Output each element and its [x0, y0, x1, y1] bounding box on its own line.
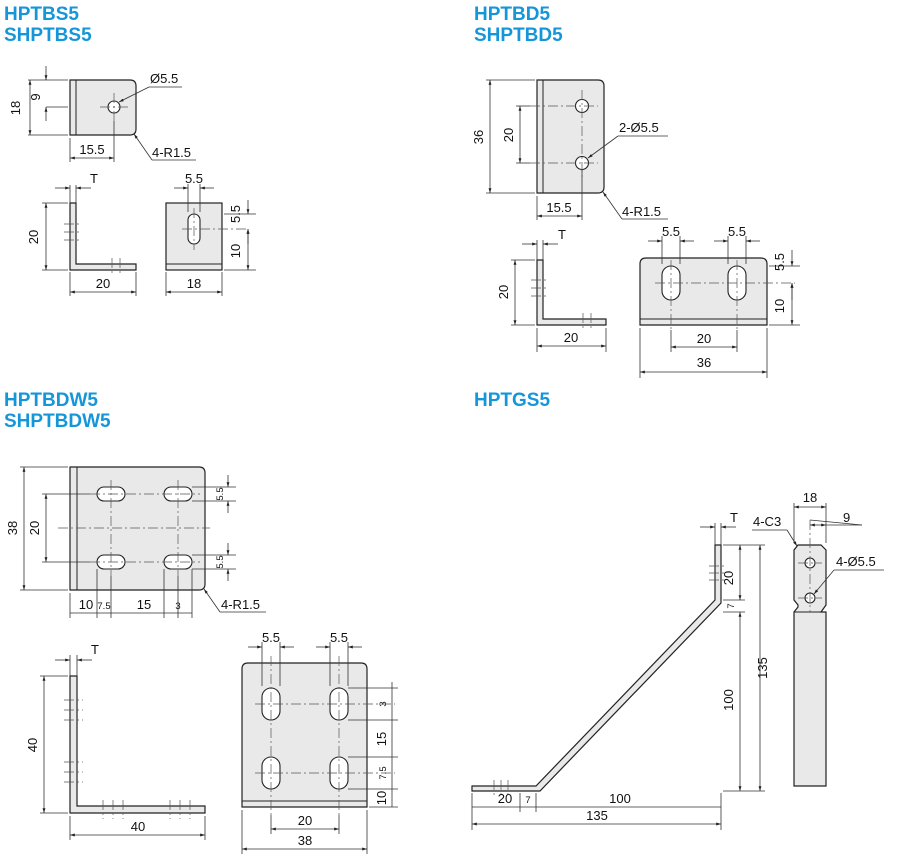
side-view-plate: [793, 544, 827, 787]
dim-slot-width: 5.5: [185, 171, 203, 186]
title-line: HPTGS5: [474, 390, 551, 411]
dim-front-height: 18: [8, 101, 23, 115]
dim-width: 36: [697, 355, 711, 370]
dim-side-height: 40: [25, 738, 40, 752]
dim-slot-base: 10: [228, 244, 243, 258]
label-radius: 4-R1.5: [152, 145, 191, 160]
dim-hole-position: 15.5: [546, 200, 571, 215]
dim-side-width: 18: [803, 490, 817, 505]
dim-slot-base: 10: [772, 299, 787, 313]
dim-side-length: 40: [131, 819, 145, 834]
section-title-hptgs5: HPTGS5: [474, 390, 550, 411]
title-line: HPTBDW5: [4, 390, 98, 411]
dim-slot-height: 5.5: [215, 555, 226, 568]
dim-hole-pitch: 20: [27, 521, 42, 535]
dim-side-height: 20: [496, 285, 511, 299]
section-title-hptbdw5: HPTBDW5 SHPTBDW5: [4, 390, 111, 432]
dim-inner: 100: [721, 689, 736, 711]
dim-pos: 15: [137, 597, 151, 612]
section-title-hptbs5: HPTBS5 SHPTBS5: [4, 4, 92, 46]
dim-pos: 10: [79, 597, 93, 612]
label-hole-diameter: 4-Ø5.5: [836, 554, 876, 569]
drawing-hptbd5: 36 20 2-Ø5.5 15.5 4-R1.5 T 20: [471, 79, 800, 378]
dim-hole-position: 15.5: [79, 142, 104, 157]
label-radius: 4-R1.5: [622, 204, 661, 219]
dim-thickness: T: [558, 227, 566, 242]
front-view-plate: [536, 79, 605, 194]
dim-bottom: 135: [586, 808, 608, 823]
title-line: SHPTBD5: [474, 25, 563, 46]
gusset-profile: [471, 544, 722, 792]
title-line: HPTBD5: [474, 4, 551, 25]
dim-bottom: 7: [525, 795, 530, 806]
dim-upper: 20: [721, 571, 736, 585]
label-chamfer: 4-C3: [753, 514, 781, 529]
dim-right: 15: [374, 732, 389, 746]
title-line: SHPTBS5: [4, 25, 92, 46]
dim-slot-height: 5.5: [215, 487, 226, 500]
dim-slot-width: 5.5: [262, 630, 280, 645]
dim-slot-pitch: 20: [298, 813, 312, 828]
dim-outer: 135: [755, 657, 770, 679]
dim-thickness: T: [90, 171, 98, 186]
label-hole-diameter: 2-Ø5.5: [619, 120, 659, 135]
dim-slot-height: 5.5: [228, 205, 243, 223]
dim-front-half: 9: [28, 93, 43, 100]
front-view-plate: [69, 466, 206, 591]
dim-slot-width: 5.5: [330, 630, 348, 645]
dim-side-half: 9: [843, 510, 850, 525]
dim-slot-pitch: 20: [697, 331, 711, 346]
dim-width: 38: [298, 833, 312, 848]
bottom-view-plate: [639, 257, 768, 326]
dim-slot-width: 5.5: [728, 224, 746, 239]
dim-right: 7.5: [378, 766, 389, 779]
dim-pos: 3: [175, 601, 180, 612]
dim-width: 18: [187, 276, 201, 291]
front-view-plate: [69, 79, 137, 136]
dim-thickness: T: [91, 642, 99, 657]
dim-slot-width: 5.5: [662, 224, 680, 239]
dim-pos: 7.5: [97, 601, 110, 612]
drawing-hptbdw5: 38 20 5.5 5.5 10 7.5 15 3 4-R1.5: [5, 466, 398, 854]
dim-side-length: 20: [96, 276, 110, 291]
dim-bottom: 20: [498, 791, 512, 806]
dim-slot-height: 5.5: [772, 253, 787, 271]
label-radius: 4-R1.5: [221, 597, 260, 612]
side-view-profile: [536, 259, 607, 326]
dim-bottom: 100: [609, 791, 631, 806]
title-line: SHPTBDW5: [4, 411, 111, 432]
drawing-hptgs5: T 20 7 100 135 20 7 100 135: [471, 490, 884, 830]
title-line: HPTBS5: [4, 4, 79, 25]
dim-hole-pitch: 20: [501, 128, 516, 142]
dim-right: 10: [374, 791, 389, 805]
dim-front-height: 36: [471, 130, 486, 144]
dim-right: 3: [378, 701, 389, 706]
dim-side-height: 20: [26, 230, 41, 244]
side-view-profile: [69, 675, 206, 814]
label-hole-diameter: Ø5.5: [150, 71, 178, 86]
dim-front-height: 38: [5, 521, 20, 535]
dim-side-length: 20: [564, 330, 578, 345]
section-title-hptbd5: HPTBD5 SHPTBD5: [474, 4, 563, 46]
side-view-profile: [69, 202, 137, 271]
dim-upper: 7: [726, 603, 737, 608]
dim-thickness: T: [730, 510, 738, 525]
drawing-hptbs5: 18 9 Ø5.5 15.5 4-R1.5 T 20: [8, 66, 256, 296]
